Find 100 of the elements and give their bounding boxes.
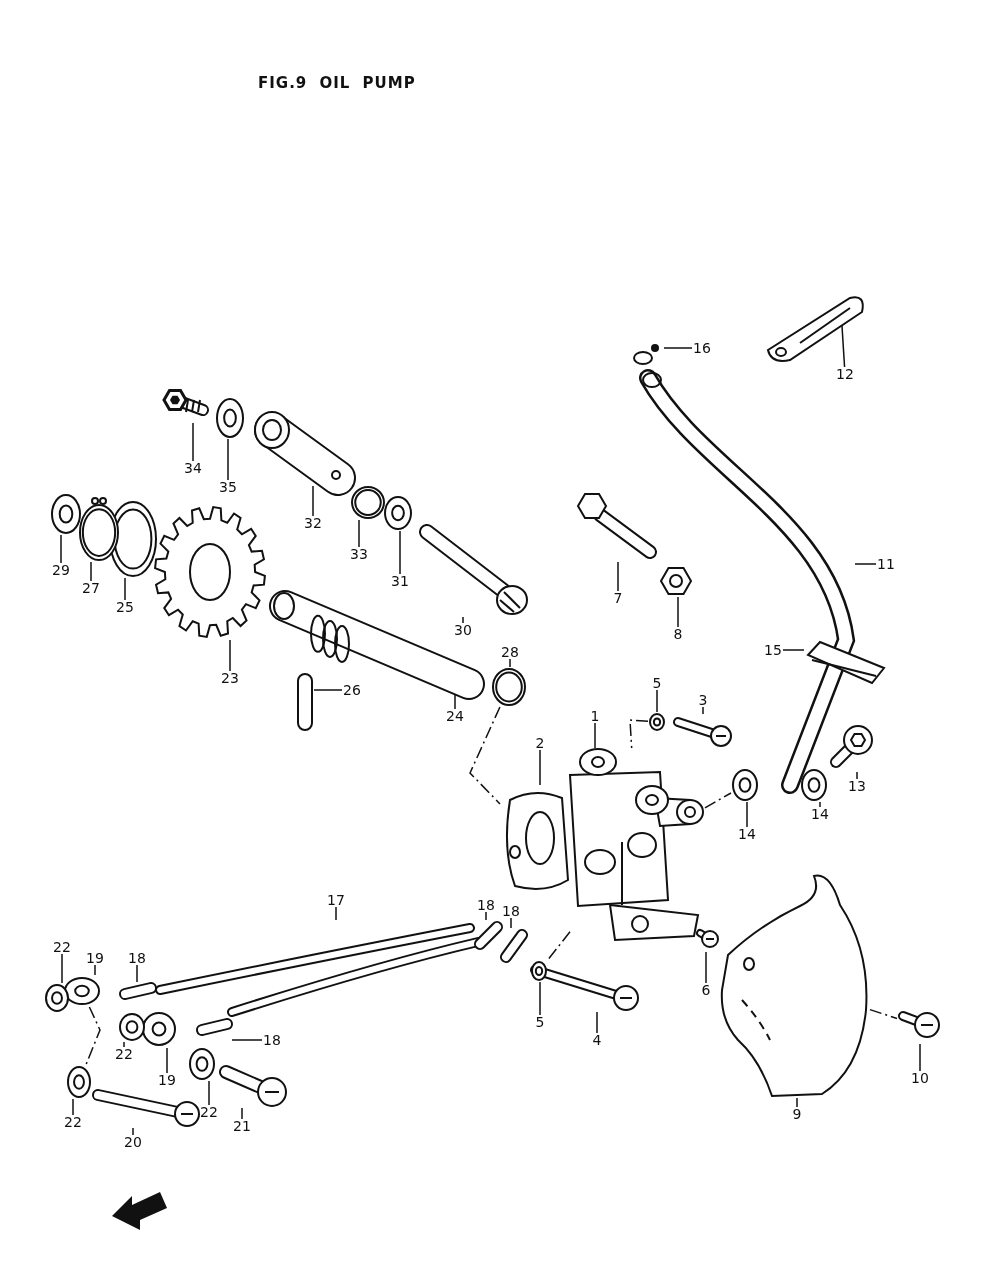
callout-number: 19 [158, 1073, 176, 1087]
callout-number: 18 [128, 951, 146, 965]
banjo-union [140, 1010, 178, 1048]
callout-number: 22 [64, 1115, 82, 1129]
leader-line [702, 706, 704, 715]
callout-number: 22 [53, 940, 71, 954]
leader-line [399, 530, 401, 575]
callout-number: 17 [327, 893, 345, 907]
leader-line [919, 1043, 921, 1072]
leader-line [854, 563, 877, 565]
leader-line [136, 964, 138, 983]
callout-number: 12 [836, 367, 854, 381]
leader-line [677, 596, 679, 628]
leader-line [746, 801, 748, 828]
cover [720, 872, 870, 1098]
callout-number: 21 [233, 1119, 251, 1133]
leader-line [229, 639, 231, 672]
callout-number: 26 [343, 683, 361, 697]
callout-number: 28 [501, 645, 519, 659]
callout-number: 33 [350, 547, 368, 561]
leader-line [454, 694, 456, 710]
leader-line [358, 519, 360, 548]
callout-number: 19 [86, 951, 104, 965]
o-ring [350, 485, 386, 520]
washer [800, 768, 828, 802]
callout-number: 22 [115, 1047, 133, 1061]
figure-title: FIG.9 OIL PUMP [258, 74, 416, 92]
leader-line [94, 964, 96, 976]
callout-number: 20 [124, 1135, 142, 1149]
center-line [546, 931, 571, 961]
leader-line [123, 1041, 125, 1048]
callout-number: 7 [613, 591, 623, 605]
leader-line [782, 649, 805, 651]
leader-line [241, 1107, 243, 1120]
leader-line [509, 658, 511, 668]
leader-line [705, 951, 707, 984]
circlip [78, 497, 120, 562]
pin [296, 672, 314, 732]
leader-line [617, 561, 619, 592]
leader-line [539, 981, 541, 1016]
callout-number: 23 [221, 671, 239, 685]
leader-line [124, 577, 126, 601]
leader-line [656, 689, 658, 713]
callout-number: 35 [219, 480, 237, 494]
washer [530, 960, 548, 982]
callout-number: 25 [116, 600, 134, 614]
callout-number: 18 [477, 898, 495, 912]
pipe-fitting [120, 982, 156, 1002]
leader-line [132, 1127, 134, 1136]
leader-line [231, 1039, 263, 1041]
leader-line [856, 771, 858, 780]
leader-line [335, 906, 337, 921]
leader-line [796, 1097, 798, 1108]
callout-number: 10 [911, 1071, 929, 1085]
leader-line [208, 1080, 210, 1106]
leader-line [60, 534, 62, 564]
washer [44, 983, 70, 1013]
ring [491, 667, 527, 707]
leader-line [596, 1011, 598, 1034]
center-line [704, 792, 732, 809]
center-line [629, 719, 649, 749]
center-line [469, 706, 501, 805]
leader-line [819, 801, 821, 808]
callout-number: 11 [877, 557, 895, 571]
leader-line [594, 722, 596, 749]
washer [383, 495, 413, 531]
hose-clip [804, 640, 886, 685]
bolt [575, 490, 660, 562]
callout-number: 31 [391, 574, 409, 588]
bolt [218, 1064, 288, 1108]
leader-line [841, 325, 846, 368]
leader-line [61, 953, 63, 984]
callout-number: 4 [592, 1033, 602, 1047]
washer [188, 1047, 216, 1081]
nut [657, 565, 695, 597]
callout-number: 13 [848, 779, 866, 793]
callout-number: 32 [304, 516, 322, 530]
callout-number: 1 [590, 709, 600, 723]
leader-line [72, 1098, 74, 1116]
callout-number: 16 [693, 341, 711, 355]
center-line [85, 1006, 101, 1066]
gear-shaft [418, 523, 530, 617]
callout-number: 27 [82, 581, 100, 595]
banjo-bolt [92, 1088, 202, 1128]
pipe-fitting [500, 928, 528, 963]
gear [152, 505, 267, 640]
leader-line [485, 911, 487, 921]
callout-number: 18 [502, 904, 520, 918]
callout-number: 6 [701, 983, 711, 997]
washer [50, 493, 82, 535]
leader-line [663, 347, 693, 349]
pipe-fitting [474, 920, 502, 950]
leader-line [166, 1047, 168, 1074]
leader-line [90, 561, 92, 582]
callout-number: 2 [535, 736, 545, 750]
callout-number: 14 [811, 807, 829, 821]
callout-number: 34 [184, 461, 202, 475]
leader-line [227, 438, 229, 481]
leader-line [192, 422, 194, 462]
callout-number: 18 [263, 1033, 281, 1047]
